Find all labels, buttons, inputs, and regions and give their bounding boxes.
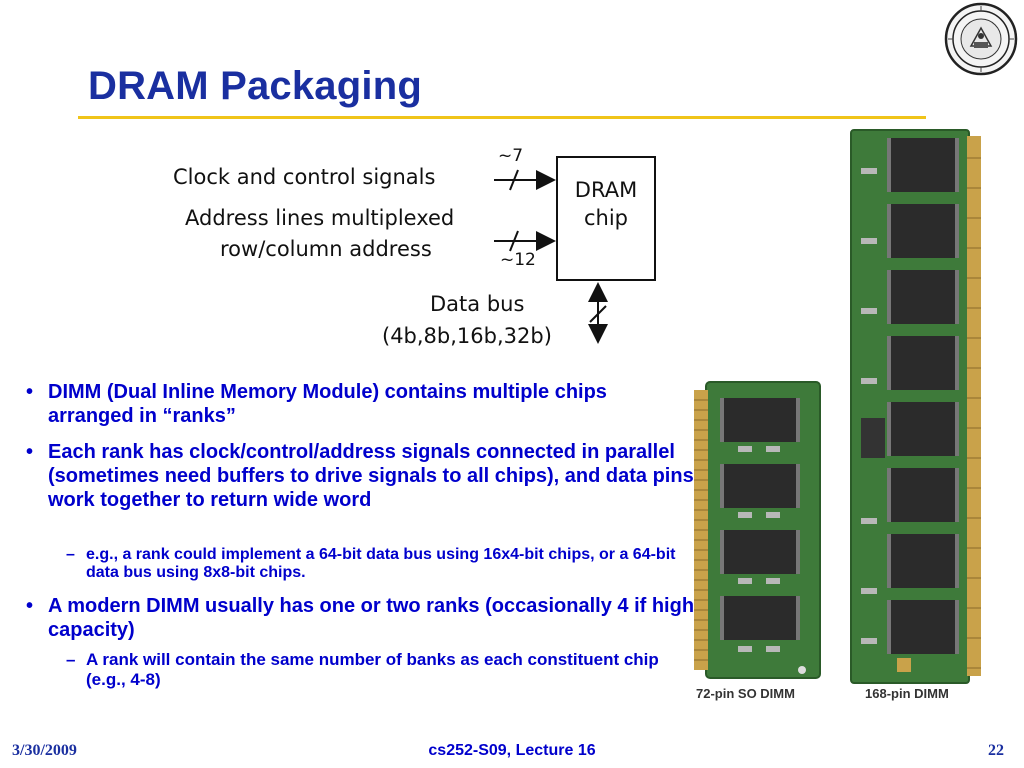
- bullet-3: • A modern DIMM usually has one or two r…: [26, 594, 696, 642]
- sub-bullet-2: – e.g., a rank could implement a 64-bit …: [66, 546, 696, 582]
- so-dimm-image: [694, 381, 821, 679]
- sub-bullet-3: – A rank will contain the same number of…: [66, 650, 696, 690]
- sub-bullet-dash: –: [66, 546, 75, 563]
- bullet-dot: •: [26, 595, 34, 617]
- clock-bus-slash: [509, 169, 519, 191]
- title-underline: [78, 116, 926, 119]
- data-bus-label-line2: (4b,8b,16b,32b): [382, 324, 552, 348]
- bullet-1-text: DIMM (Dual Inline Memory Module) contain…: [48, 381, 607, 427]
- address-label-line1: Address lines multiplexed: [185, 206, 455, 230]
- bullet-dot: •: [26, 381, 34, 403]
- address-bus-slash: [509, 230, 519, 252]
- footer-course: cs252-S09, Lecture 16: [428, 742, 596, 759]
- slide-title: DRAM Packaging: [88, 64, 422, 108]
- sub-bullet-2-text: e.g., a rank could implement a 64-bit da…: [86, 546, 676, 581]
- clock-width-label: ~7: [498, 146, 524, 166]
- sub-bullet-3-text: A rank will contain the same number of b…: [86, 650, 659, 689]
- address-width-label: ~12: [500, 250, 536, 270]
- bullet-2-text: Each rank has clock/control/address sign…: [48, 441, 694, 511]
- dram-chip-label-line1: DRAM: [574, 178, 638, 202]
- sub-bullet-dash: –: [66, 650, 76, 669]
- bullet-3-text: A modern DIMM usually has one or two ran…: [48, 595, 695, 641]
- bullet-dot: •: [26, 441, 34, 463]
- dimm-168-caption: 168-pin DIMM: [865, 686, 949, 701]
- data-bus-label-line1: Data bus: [430, 292, 525, 316]
- footer-page-number: 22: [988, 742, 1004, 759]
- bullet-1: • DIMM (Dual Inline Memory Module) conta…: [26, 380, 696, 428]
- data-bus-slash: [589, 305, 607, 323]
- footer-date: 3/30/2009: [12, 742, 77, 759]
- dimm-168-image: [850, 129, 981, 684]
- clock-control-label: Clock and control signals: [173, 165, 436, 189]
- so-dimm-caption: 72-pin SO DIMM: [696, 686, 795, 701]
- dram-chip-label-line2: chip: [583, 206, 629, 230]
- bullet-2: • Each rank has clock/control/address si…: [26, 440, 696, 512]
- university-seal-icon: [944, 2, 1018, 76]
- address-label-line2: row/column address: [220, 237, 432, 261]
- dram-chip-box: DRAM chip: [556, 156, 656, 281]
